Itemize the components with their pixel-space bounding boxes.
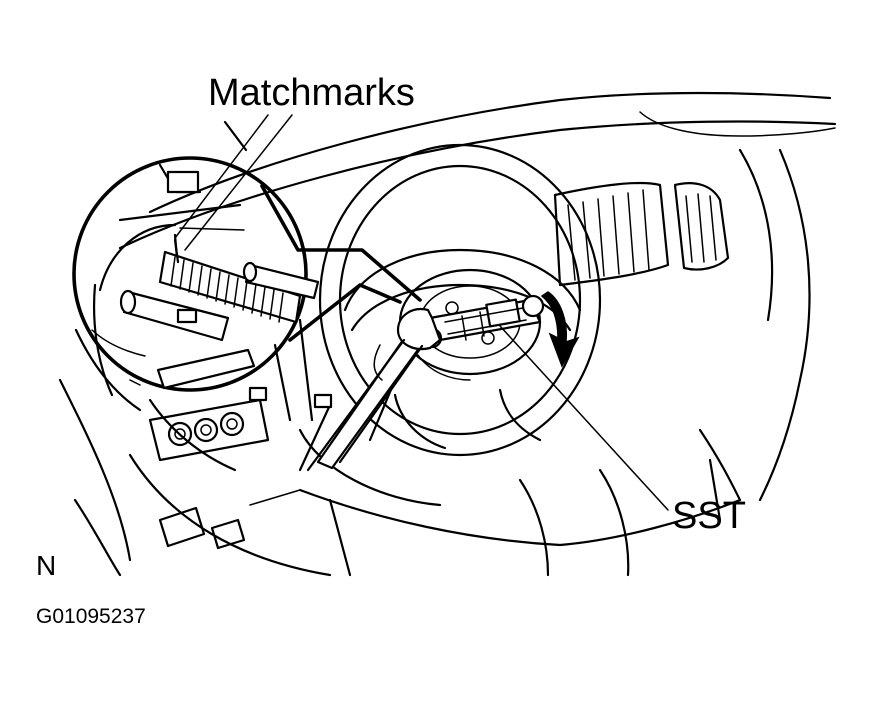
wrench-handle: [306, 308, 442, 472]
switch-panel: [148, 318, 383, 462]
matchmarks-label: Matchmarks: [208, 72, 415, 114]
lower-vent: [158, 489, 301, 550]
sst-label: SST: [672, 495, 746, 537]
north-label: N: [36, 550, 57, 581]
detail-magnifier: [72, 156, 422, 392]
figure-number: G01095237: [36, 605, 146, 628]
rotation-arrow-icon: [540, 291, 580, 368]
sst-tool: [421, 294, 545, 349]
instrument-vents: [553, 181, 730, 287]
leader-lines: [174, 114, 669, 511]
